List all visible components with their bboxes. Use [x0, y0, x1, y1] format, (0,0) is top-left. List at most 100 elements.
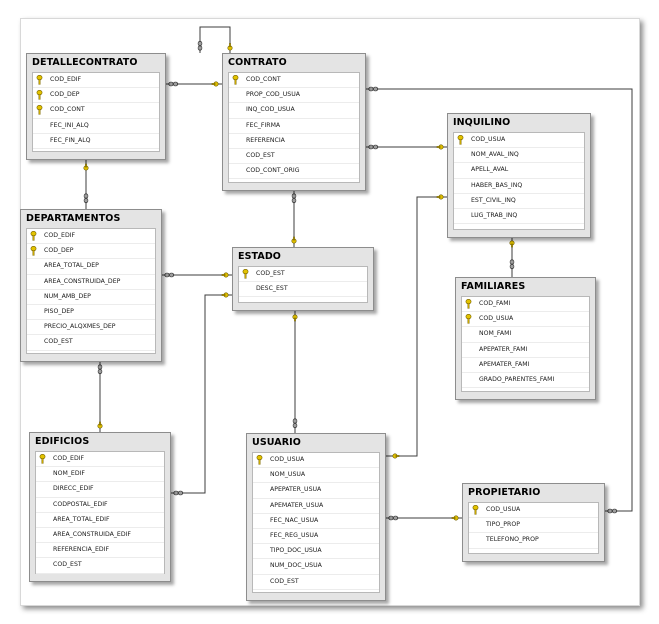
column-row[interactable]: DESC_EST [239, 282, 367, 298]
column-row[interactable]: TELEFONO_PROP [469, 533, 598, 549]
column-row[interactable]: APEPATER_USUA [253, 483, 379, 499]
column-row[interactable]: NUM_DOC_USUA [253, 559, 379, 575]
column-row[interactable]: COD_USUA [253, 453, 379, 469]
column-name: LUG_TRAB_INQ [471, 211, 518, 219]
key-icon [30, 231, 37, 241]
key-cell [229, 103, 243, 117]
column-row[interactable]: NOM_EDIF [36, 467, 164, 483]
column-name: NUM_DOC_USUA [270, 562, 322, 570]
column-name: COD_USUA [471, 136, 506, 143]
column-row[interactable]: COD_CONT [229, 73, 359, 89]
relationship-key-ends [83, 43, 515, 521]
column-row[interactable]: CODPOSTAL_EDIF [36, 498, 164, 513]
column-row[interactable]: COD_USUA [469, 503, 598, 519]
column-row[interactable]: HABER_BAS_INQ [454, 179, 584, 194]
column-row[interactable]: COD_DEP [33, 88, 159, 104]
column-row[interactable]: TIPO_PROP [469, 518, 598, 534]
column-name: COD_USUA [270, 456, 305, 463]
column-row[interactable]: PRECIO_ALQXMES_DEP [27, 320, 155, 336]
column-row[interactable]: APELL_AVAL [454, 163, 584, 179]
column-row[interactable]: COD_EST [239, 267, 367, 283]
column-list: COD_USUA TIPO_PROP TELEFONO_PROP [468, 502, 599, 554]
column-row[interactable]: COD_EST [253, 575, 379, 590]
column-row[interactable]: COD_EST [36, 558, 164, 574]
column-name: REFERENCIA_EDIF [53, 546, 110, 554]
column-row[interactable]: AREA_CONSTRUIDA_DEP [27, 275, 155, 290]
infinity-endpoint-icon [197, 40, 203, 51]
column-name: HABER_BAS_INQ [471, 181, 523, 189]
column-row[interactable]: COD_USUA [462, 312, 589, 328]
key-cell [462, 343, 476, 357]
column-row[interactable]: AREA_TOTAL_EDIF [36, 513, 164, 528]
column-name: PROP_COD_USUA [246, 91, 300, 99]
column-row[interactable]: COD_EDIF [36, 452, 164, 468]
key-cell [36, 467, 50, 481]
column-name: APEPATER_FAMI [479, 345, 528, 353]
column-name: AREA_TOTAL_DEP [44, 262, 99, 270]
column-row[interactable]: EST_CIVIL_INQ [454, 194, 584, 209]
column-row[interactable]: COD_EST [27, 335, 155, 351]
column-row[interactable]: COD_EST [229, 149, 359, 165]
column-row[interactable]: GRADO_PARENTES_FAMI [462, 373, 589, 389]
column-row[interactable]: FEC_REG_USUA [253, 529, 379, 545]
key-cell [27, 275, 41, 289]
column-row[interactable]: NOM_USUA [253, 468, 379, 484]
column-row[interactable]: COD_EDIF [27, 229, 155, 245]
table-title: FAMILIARES [461, 281, 526, 292]
key-endpoint-icon [291, 236, 297, 244]
key-cell [454, 209, 468, 223]
column-row[interactable]: FEC_NAC_USUA [253, 514, 379, 529]
column-row[interactable]: COD_CONT [33, 103, 159, 119]
key-icon [242, 269, 249, 279]
rel-inquilino-usuario [386, 196, 447, 457]
column-row[interactable]: COD_FAMI [462, 297, 589, 313]
column-row[interactable]: NOM_AVAL_INQ [454, 148, 584, 164]
column-row[interactable]: PISO_DEP [27, 305, 155, 321]
column-row[interactable]: REFERENCIA_EDIF [36, 543, 164, 559]
column-name: AREA_TOTAL_EDIF [53, 515, 110, 523]
key-cell [462, 358, 476, 372]
key-endpoint-icon [97, 421, 103, 429]
column-row[interactable]: APEMATER_USUA [253, 499, 379, 514]
key-endpoint-icon [227, 43, 233, 51]
key-cell [27, 259, 41, 273]
column-row[interactable]: APEMATER_FAMI [462, 358, 589, 373]
column-row[interactable]: NUM_AMB_DEP [27, 290, 155, 305]
column-row[interactable]: FEC_FIN_ALQ [33, 134, 159, 149]
column-row[interactable]: FEC_INI_ALQ [33, 119, 159, 134]
column-name: COD_EDIF [44, 232, 76, 239]
infinity-endpoint-icon [509, 259, 515, 270]
key-icon [39, 454, 46, 464]
column-row[interactable]: AREA_TOTAL_DEP [27, 259, 155, 275]
column-row[interactable]: COD_EDIF [33, 73, 159, 89]
column-row[interactable]: REFERENCIA [229, 134, 359, 149]
column-name: TIPO_PROP [486, 521, 520, 529]
column-name: FEC_FIN_ALQ [50, 136, 91, 144]
key-icon [36, 105, 43, 115]
column-row[interactable]: TIPO_DOC_USUA [253, 544, 379, 560]
column-row[interactable]: COD_USUA [454, 133, 584, 149]
column-row[interactable]: COD_DEP [27, 244, 155, 260]
column-row[interactable]: PROP_COD_USUA [229, 88, 359, 104]
column-row[interactable]: FEC_FIRMA [229, 119, 359, 134]
column-row[interactable]: COD_CONT_ORIG [229, 164, 359, 180]
column-row[interactable]: AREA_CONSTRUIDA_EDIF [36, 528, 164, 544]
column-row[interactable]: NOM_FAMI [462, 327, 589, 343]
column-name: COD_EST [256, 270, 285, 277]
table-title: EDIFICIOS [35, 436, 90, 447]
column-name: NOM_USUA [270, 471, 306, 479]
column-row[interactable]: INQ_COD_USUA [229, 103, 359, 119]
column-row[interactable]: DIRECC_EDIF [36, 482, 164, 498]
column-row[interactable]: APEPATER_FAMI [462, 343, 589, 358]
column-row[interactable]: LUG_TRAB_INQ [454, 209, 584, 225]
